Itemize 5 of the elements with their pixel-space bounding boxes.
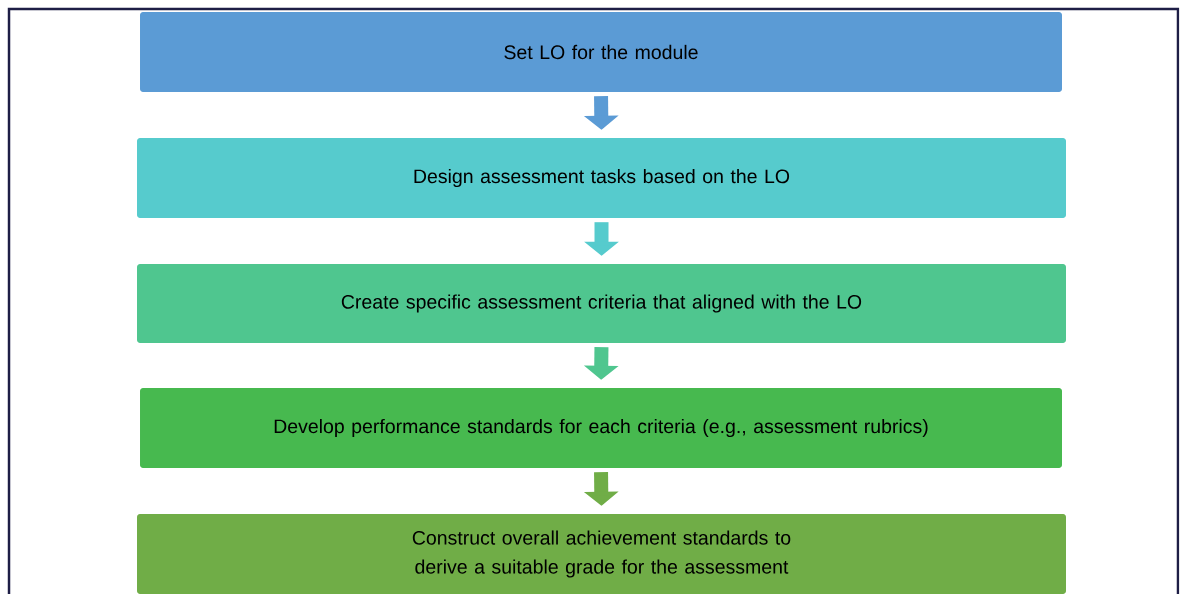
process-box: Develop performance standards for each criteria (e.g., assessment rubrics) [140, 388, 1062, 468]
process-box: Set LO for the module [140, 12, 1062, 92]
process-box: Construct overall achievement standards to derive a suitable grade for the assessment [137, 514, 1066, 594]
process-box: Create specific assessment criteria that aligned with the LO [137, 264, 1066, 343]
process-box: Design assessment tasks based on the LO [137, 138, 1066, 218]
